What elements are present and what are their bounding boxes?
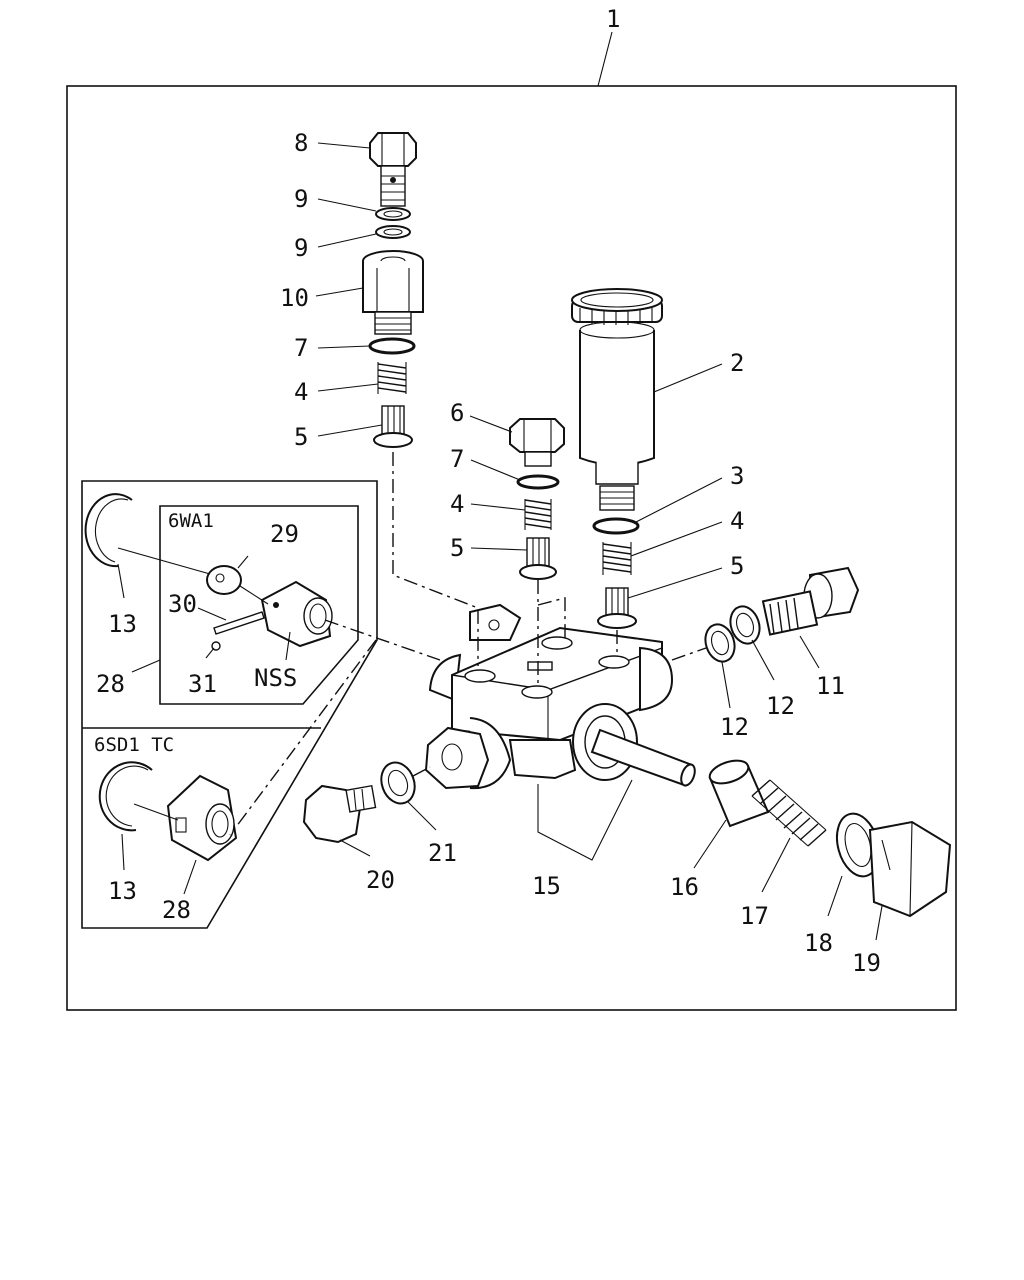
assembly-frame: [66, 85, 957, 1011]
callout-11: 11: [816, 672, 845, 700]
callout-2: 2: [730, 349, 744, 377]
callout-10: 10: [280, 284, 309, 312]
callout-13-upper: 13: [108, 610, 137, 638]
check-valve-part: [373, 405, 413, 448]
callout-7-upper: 7: [294, 334, 308, 362]
check-valve-part: [597, 587, 637, 629]
callout-19: 19: [852, 949, 881, 977]
inlet-fitting-part: [424, 726, 490, 790]
callout-21: 21: [428, 839, 457, 867]
inset-6wa1-box: [159, 505, 359, 705]
snap-ring-part: [98, 761, 153, 832]
callout-17: 17: [740, 902, 769, 930]
callout-nss: NSS: [254, 664, 297, 692]
callout-7-center: 7: [450, 445, 464, 473]
callout-5-upper: 5: [294, 423, 308, 451]
inset-title-6wa1: 6WA1: [168, 510, 214, 532]
assembly-line: [392, 452, 479, 666]
callout-12-left: 12: [720, 713, 749, 741]
callout-28-upper: 28: [96, 670, 125, 698]
o-ring-part: [516, 474, 560, 490]
spring-part: [751, 779, 827, 847]
check-valve-part: [519, 537, 557, 580]
callout-4-upper: 4: [294, 378, 308, 406]
inset-outer-frame: [81, 480, 378, 929]
callout-13-lower: 13: [108, 877, 137, 905]
callout-leaders: [117, 142, 883, 941]
callout-9-upper: 9: [294, 185, 308, 213]
callout-9-lower: 9: [294, 234, 308, 262]
washer-part: [375, 207, 411, 221]
spring-part: [602, 542, 632, 575]
callout-12-right: 12: [766, 692, 795, 720]
washer-part: [380, 761, 416, 805]
callout-1: 1: [606, 5, 620, 33]
snap-ring-part: [84, 493, 133, 568]
o-ring-part: [592, 517, 640, 535]
callout-28-lower: 28: [162, 896, 191, 924]
callout-30: 30: [168, 590, 197, 618]
priming-pump-part: [571, 288, 663, 511]
inset-title-6sd1tc: 6SD1 TC: [94, 734, 174, 756]
plug-bolt-part: [302, 784, 377, 844]
pin-part: [213, 611, 265, 635]
o-ring-part: [368, 337, 416, 355]
callout-4-right: 4: [730, 507, 744, 535]
callout-18: 18: [804, 929, 833, 957]
banjo-bolt-part: [369, 132, 417, 207]
callout-8: 8: [294, 129, 308, 157]
callout-29: 29: [270, 520, 299, 548]
callout-5-center: 5: [450, 534, 464, 562]
cap-part: [260, 580, 333, 648]
cap-part: [166, 774, 238, 862]
callout-16: 16: [670, 873, 699, 901]
callout-20: 20: [366, 866, 395, 894]
callout-6: 6: [450, 399, 464, 427]
callout-3: 3: [730, 462, 744, 490]
washer-part: [375, 225, 411, 239]
cup-part: [708, 759, 770, 828]
spring-part: [377, 361, 407, 395]
plug-part: [509, 418, 565, 467]
callout-5-right: 5: [730, 552, 744, 580]
callout-15: 15: [532, 872, 561, 900]
callout-4-center: 4: [450, 490, 464, 518]
banjo-union-part: [761, 566, 860, 636]
spring-part: [524, 499, 552, 530]
adapter-fitting-part: [362, 250, 424, 335]
callout-31: 31: [188, 670, 217, 698]
cap-nut-part: [868, 820, 952, 918]
